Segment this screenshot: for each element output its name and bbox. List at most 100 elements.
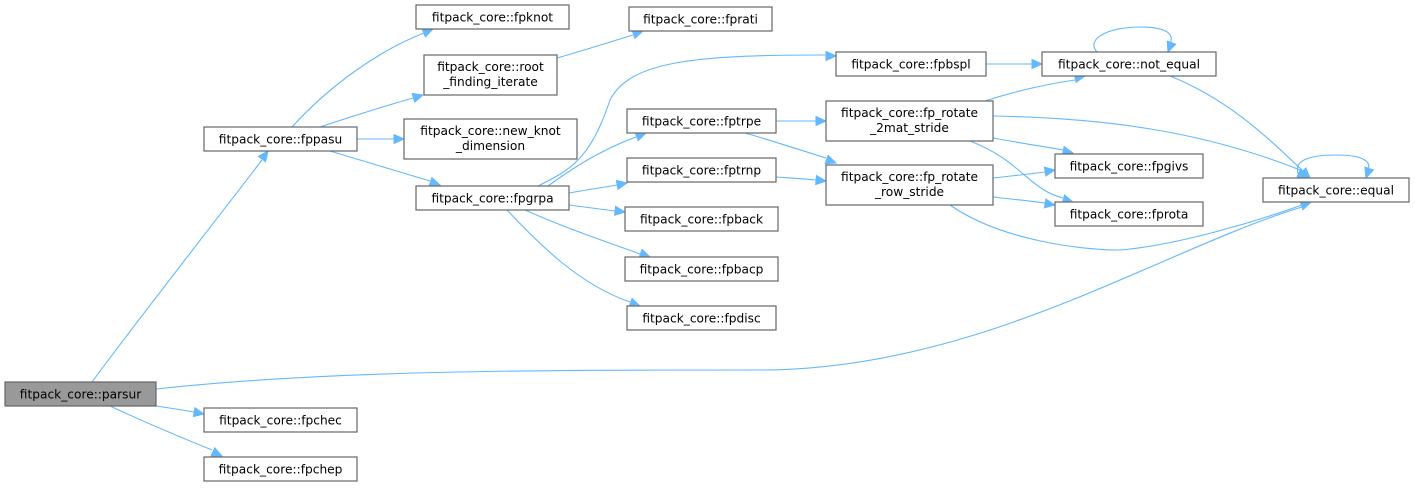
- edge-fptrpe-to-fp_rotate_2mat_stride: [775, 115, 828, 127]
- nodes-layer: fitpack_core::parsur fitpack_core::fpche…: [4, 4, 1410, 482]
- node-label: fitpack_core::fpbacp: [640, 263, 764, 277]
- node-label: fitpack_core::fpknot: [432, 11, 553, 25]
- edge-line: [556, 34, 634, 59]
- edge-line: [1296, 154, 1370, 179]
- node-fpgrpa[interactable]: fitpack_core::fpgrpa: [415, 185, 570, 211]
- node-label: fitpack_core::not_equal: [1058, 58, 1200, 72]
- node-fpbacp[interactable]: fitpack_core::fpbacp: [624, 256, 779, 282]
- node-fprati[interactable]: fitpack_core::fprati: [628, 6, 773, 32]
- node-equal[interactable]: fitpack_core::equal: [1262, 177, 1410, 203]
- arrowhead-icon: [815, 174, 828, 186]
- edge-fptrnp-to-fp_rotate_row_stride: [775, 174, 828, 186]
- node-label: _finding_iterate: [442, 75, 538, 89]
- arrowhead-icon: [1043, 166, 1057, 177]
- edge-line: [568, 204, 616, 212]
- edge-line: [155, 206, 1303, 390]
- node-label: fitpack_core::fpback: [640, 213, 764, 227]
- arrowhead-icon: [1364, 166, 1375, 180]
- edge-line: [775, 176, 817, 181]
- edge-line: [949, 204, 1303, 251]
- arrowhead-icon: [192, 406, 206, 418]
- edge-line: [984, 79, 1076, 102]
- node-label: fitpack_core::new_knot: [420, 124, 561, 138]
- node-fptrpe[interactable]: fitpack_core::fptrpe: [626, 108, 777, 134]
- node-label: _dimension: [455, 139, 525, 153]
- node-fpbspl[interactable]: fitpack_core::fpbspl: [835, 51, 987, 77]
- edge-line: [537, 54, 827, 187]
- node-fpchep[interactable]: fitpack_core::fpchep: [203, 456, 358, 482]
- edge-fpgrpa-to-fptrnp: [568, 179, 629, 194]
- node-fpdisc[interactable]: fitpack_core::fpdisc: [626, 305, 777, 331]
- node-label: _row_stride: [874, 185, 944, 199]
- node-label: fitpack_core::root: [437, 60, 544, 74]
- node-label: fitpack_core::fpchec: [219, 414, 342, 428]
- edge-fp_rotate_row_stride-to-fprota: [992, 196, 1057, 209]
- arrowhead-icon: [210, 446, 224, 457]
- arrowhead-icon: [613, 205, 627, 216]
- node-label: fitpack_core::fppasu: [219, 133, 342, 147]
- node-fppasu[interactable]: fitpack_core::fppasu: [203, 126, 358, 152]
- arrowhead-icon: [428, 176, 442, 187]
- edge-root_finding_iterate-to-fprati: [556, 29, 645, 59]
- node-label: fitpack_core::fpgrpa: [431, 192, 553, 206]
- node-fpback[interactable]: fitpack_core::fpback: [624, 206, 779, 232]
- edge-line: [992, 196, 1046, 204]
- node-label: fitpack_core::fpbspl: [851, 58, 970, 72]
- edge-fp_rotate_row_stride-to-fpgivs: [992, 166, 1057, 179]
- node-label: fitpack_core::fptrpe: [642, 115, 761, 129]
- edge-parsur-to-fpchec: [155, 405, 206, 418]
- edge-fppasu-to-fpgrpa: [329, 150, 442, 187]
- edge-fppasu-to-new_knot_dimension: [357, 133, 406, 145]
- edge-fpgrpa-to-fpdisc: [506, 209, 642, 308]
- arrowhead-icon: [825, 50, 838, 62]
- node-label: fitpack_core::fprota: [1070, 208, 1189, 222]
- node-label: fitpack_core::equal: [1278, 184, 1394, 198]
- edge-line: [1093, 26, 1172, 53]
- edge-line: [155, 405, 195, 413]
- edge-line: [992, 171, 1046, 179]
- node-label: fitpack_core::fptrnp: [642, 164, 761, 178]
- edge-fpgrpa-to-fpback: [568, 204, 627, 216]
- edge-fpbspl-to-not_equal: [985, 58, 1044, 70]
- node-fpchec[interactable]: fitpack_core::fpchec: [203, 407, 358, 433]
- node-fp-rotate-row-stride[interactable]: fitpack_core::fp_rotate _row_stride: [825, 164, 994, 206]
- arrowhead-icon: [824, 154, 838, 165]
- arrowhead-icon: [1043, 198, 1057, 209]
- edges-layer: [91, 26, 1375, 457]
- edge-line: [744, 132, 827, 159]
- edge-fp_rotate_2mat_stride-to-fpgivs: [992, 137, 1075, 156]
- edge-not_equal-to-equal: [1169, 75, 1311, 179]
- edge-fptrpe-to-fp_rotate_row_stride: [744, 132, 838, 165]
- node-label: fitpack_core::fpchep: [219, 463, 343, 477]
- node-fp-rotate-2mat-stride[interactable]: fitpack_core::fp_rotate _2mat_stride: [825, 100, 994, 142]
- arrowhead-icon: [815, 115, 828, 127]
- edge-line: [291, 32, 425, 128]
- arrowhead-icon: [1031, 58, 1044, 70]
- node-fpknot[interactable]: fitpack_core::fpknot: [415, 4, 570, 30]
- arrowhead-icon: [393, 133, 406, 145]
- arrowhead-icon: [421, 27, 435, 38]
- node-new-knot-dimension[interactable]: fitpack_core::new_knot _dimension: [403, 118, 578, 160]
- arrowhead-icon: [257, 150, 269, 163]
- edge-line: [568, 184, 618, 194]
- edge-not_equal-to-not_equal: [1093, 26, 1177, 54]
- edge-line: [992, 137, 1064, 151]
- edge-parsur-to-fppasu: [91, 150, 269, 383]
- edge-line: [547, 136, 637, 187]
- node-label: fitpack_core::fp_rotate: [841, 170, 978, 184]
- arrowhead-icon: [615, 179, 629, 191]
- node-label: _2mat_stride: [869, 121, 949, 135]
- node-label: fitpack_core::fp_rotate: [841, 106, 978, 120]
- node-root-finding-iterate[interactable]: fitpack_core::root _finding_iterate: [423, 54, 558, 96]
- node-not-equal[interactable]: fitpack_core::not_equal: [1041, 51, 1217, 77]
- node-parsur[interactable]: fitpack_core::parsur: [4, 381, 157, 407]
- edge-line: [319, 97, 414, 128]
- edge-fppasu-to-fpknot: [291, 27, 435, 128]
- node-fptrnp[interactable]: fitpack_core::fptrnp: [626, 157, 777, 183]
- node-fpgivs[interactable]: fitpack_core::fpgivs: [1054, 153, 1204, 179]
- arrowhead-icon: [411, 92, 425, 103]
- edge-line: [992, 115, 1301, 171]
- node-fprota[interactable]: fitpack_core::fprota: [1054, 201, 1204, 227]
- edge-line: [91, 159, 263, 383]
